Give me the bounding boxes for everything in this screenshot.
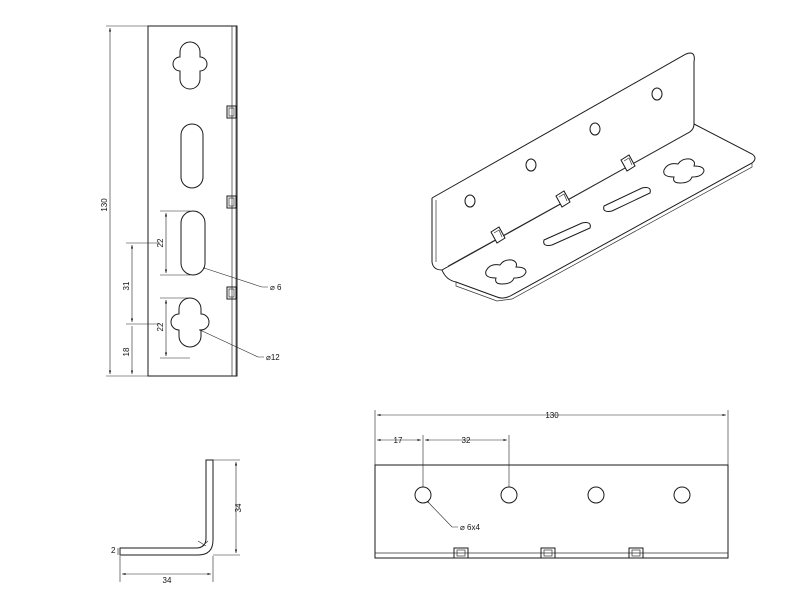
top-plate-outline — [374, 464, 729, 559]
top-view: 130 17 32 ⌀ 6x4 — [374, 410, 729, 559]
iso-slots — [485, 158, 705, 285]
iso-tabs — [490, 154, 636, 244]
iso-vertical-flange — [431, 52, 695, 271]
dim-slot-height: 22 — [156, 238, 165, 247]
side-view: 34 2 34 — [111, 459, 243, 585]
dim-top-length: 130 — [545, 411, 559, 420]
keyhole-slot-top — [172, 41, 208, 90]
oblong-slot-upper — [180, 123, 204, 189]
dim-top-hole: ⌀ 6x4 — [460, 523, 480, 532]
dim-keyhole-height: 22 — [156, 322, 165, 331]
dim-keyhole-dia: ⌀12 — [266, 353, 280, 362]
dim-front-height: 130 — [100, 198, 109, 212]
front-view: 130 22 31 22 18 ⌀ 6 ⌀12 — [100, 25, 282, 377]
top-tabs — [453, 547, 644, 559]
iso-holes — [464, 87, 663, 208]
front-plate-outline — [147, 25, 238, 377]
iso-horizontal-flange — [441, 123, 756, 299]
dim-bottom-offset: 18 — [122, 347, 131, 356]
isometric-view — [431, 52, 756, 302]
bend-tabs — [226, 105, 237, 300]
side-profile — [119, 459, 214, 556]
dim-side-height: 34 — [234, 503, 243, 512]
dim-top-pitch: 32 — [462, 436, 471, 445]
dim-side-thickness: 2 — [111, 546, 116, 555]
dim-spacing: 31 — [122, 281, 131, 290]
dim-slot-dia: ⌀ 6 — [270, 283, 282, 292]
top-holes — [414, 486, 691, 504]
dim-side-width: 34 — [163, 576, 172, 585]
keyhole-slot-bottom — [170, 297, 210, 348]
dim-top-edge-offset: 17 — [394, 436, 403, 445]
oblong-slot-lower — [180, 210, 206, 276]
